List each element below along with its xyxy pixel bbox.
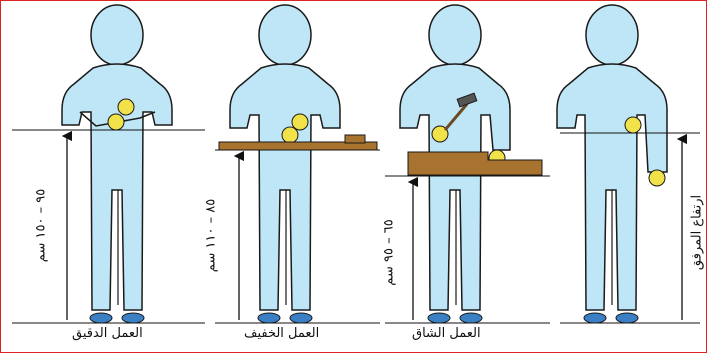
person-elbow — [557, 5, 667, 323]
workpiece-light — [345, 135, 365, 143]
person-precision — [62, 5, 172, 323]
range-label-light: ٨٥ – ١١٠ سم — [204, 191, 219, 281]
caption-heavy: العمل الشاق — [412, 326, 481, 341]
range-label-elbow: ارتفاع المرفق — [690, 183, 705, 283]
figure-heavy — [385, 5, 550, 323]
person-light — [230, 5, 340, 323]
caption-precision: العمل الدقيق — [72, 326, 143, 341]
figure-precision — [12, 5, 205, 323]
figure-light — [215, 5, 380, 323]
workbench-heavy — [408, 152, 542, 175]
range-label-precision: ٩٥ – ١٥٠ سم — [34, 181, 49, 271]
figure-elbow — [557, 5, 700, 323]
caption-light: العمل الخفيف — [244, 326, 319, 341]
range-label-heavy: ٦٥ – ٩٥ سم — [382, 208, 397, 298]
